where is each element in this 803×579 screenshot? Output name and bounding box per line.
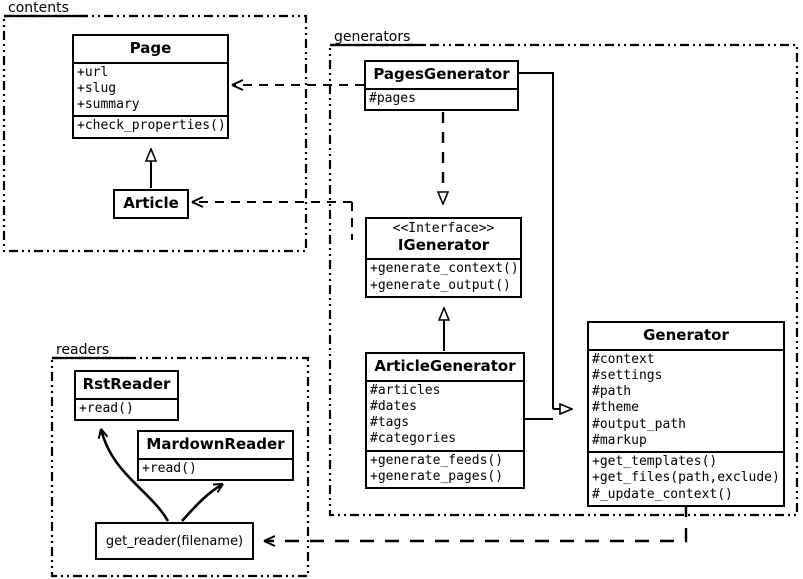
package-frame-generators xyxy=(328,43,799,517)
package-frame-readers xyxy=(50,356,310,578)
class-name-article: Article xyxy=(123,194,179,212)
class-method: #_update_context() xyxy=(592,486,733,502)
class-methods-mardown-reader: +read() xyxy=(139,457,292,479)
class-name-rst-reader: RstReader xyxy=(82,375,171,393)
class-attributes-generator: #context #settings #path #theme #output_… xyxy=(589,348,783,452)
package-frame-contents xyxy=(2,14,308,253)
class-method: +check_properties() xyxy=(77,118,226,134)
relation-get-reader-to-mardownreader xyxy=(181,482,224,522)
class-attribute: +url xyxy=(77,64,109,80)
class-attribute: +summary xyxy=(77,97,140,112)
class-methods-page: +check_properties() xyxy=(74,115,227,136)
class-attribute: #categories xyxy=(370,431,457,447)
class-method: +get_templates() xyxy=(592,454,718,469)
class-attributes-page: +url +slug +summary xyxy=(74,61,227,116)
class-attributes-pages-generator: #pages xyxy=(366,87,517,109)
relation-articlegenerator-to-generator xyxy=(525,409,572,420)
class-method: +generate_output() xyxy=(370,277,511,293)
class-method: +generate_context() xyxy=(370,261,519,277)
class-attribute: #markup xyxy=(592,432,647,448)
class-method: +read() xyxy=(142,460,197,476)
class-attribute: #tags xyxy=(370,415,410,430)
class-name-generator: Generator xyxy=(643,326,729,344)
class-methods-article-generator: +generate_feeds() +generate_pages() xyxy=(367,449,523,488)
class-box-rst-reader[interactable]: RstReader +read() xyxy=(74,370,179,421)
relation-generator-to-get-reader xyxy=(263,503,688,547)
class-name-page: Page xyxy=(129,39,172,57)
class-name-mardown-reader: MardownReader xyxy=(146,435,285,453)
class-name-igenerator: IGenerator xyxy=(397,235,490,254)
package-label-readers: readers xyxy=(56,342,110,358)
class-methods-igenerator: +generate_context() +generate_output() xyxy=(367,258,520,296)
class-attribute: #settings xyxy=(592,367,663,383)
class-box-igenerator[interactable]: <<Interface>> IGenerator +generate_conte… xyxy=(365,217,522,298)
package-label-generators: generators xyxy=(334,29,411,45)
class-methods-rst-reader: +read() xyxy=(76,397,177,419)
class-box-mardown-reader[interactable]: MardownReader +read() xyxy=(137,430,294,481)
class-attribute: #output_path xyxy=(592,416,686,432)
class-stereotype-igenerator: <<Interface>> xyxy=(392,221,495,236)
class-attribute: #path xyxy=(592,384,632,399)
class-box-pages-generator[interactable]: PagesGenerator #pages xyxy=(364,60,519,111)
function-box-get-reader[interactable]: get_reader(filename) xyxy=(95,522,254,560)
class-attribute: #dates xyxy=(370,398,417,414)
class-attribute: #theme xyxy=(592,400,639,416)
class-attribute: +slug xyxy=(77,80,117,96)
package-label-contents: contents xyxy=(8,0,69,16)
class-method: +generate_feeds() xyxy=(370,452,504,468)
class-method: +generate_pages() xyxy=(370,468,504,484)
class-method: +get_files(path,exclude) xyxy=(592,470,780,486)
class-name-pages-generator: PagesGenerator xyxy=(373,65,510,83)
class-box-article[interactable]: Article xyxy=(113,189,189,219)
relation-generators-to-article xyxy=(191,196,353,240)
class-attributes-article-generator: #articles #dates #tags #categories xyxy=(367,379,523,450)
function-label-get-reader: get_reader(filename) xyxy=(105,533,244,549)
class-attribute: #context xyxy=(592,351,655,367)
class-attribute: #pages xyxy=(369,90,416,106)
relation-get-reader-to-rstreader xyxy=(97,428,170,522)
class-box-page[interactable]: Page +url +slug +summary +check_properti… xyxy=(72,34,229,139)
class-name-article-generator: ArticleGenerator xyxy=(374,357,516,375)
class-methods-generator: +get_templates() +get_files(path,exclude… xyxy=(589,451,783,505)
class-box-generator[interactable]: Generator #context #settings #path #them… xyxy=(587,321,785,507)
class-method: +read() xyxy=(79,400,134,416)
relation-pagesgenerator-to-generator xyxy=(519,72,554,409)
class-attribute: #articles xyxy=(370,382,441,398)
class-box-article-generator[interactable]: ArticleGenerator #articles #dates #tags … xyxy=(365,352,525,489)
